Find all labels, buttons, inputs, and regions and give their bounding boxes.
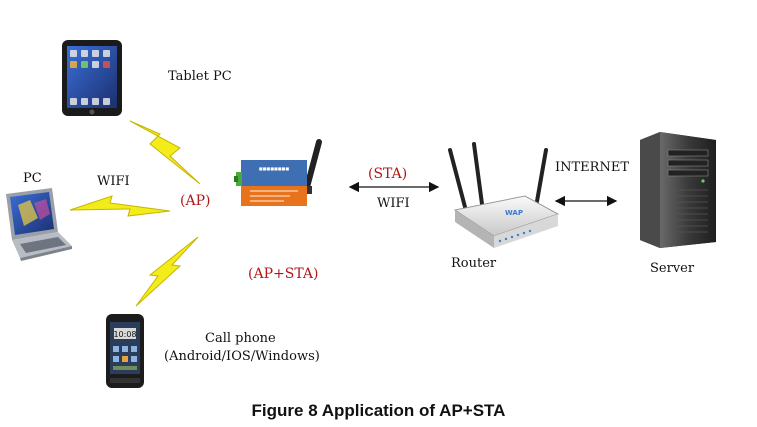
label-tablet-pc: Tablet PC	[168, 69, 232, 84]
label-wifi-mid: WIFI	[377, 196, 410, 211]
figure-caption: Figure 8 Application of AP+STA	[251, 401, 506, 420]
label-ap-sta: (AP+STA)	[248, 266, 319, 282]
label-phone-os: (Android/IOS/Windows)	[164, 349, 320, 364]
svg-text:10:08: 10:08	[113, 330, 136, 339]
label-router: Router	[451, 256, 497, 271]
label-internet: INTERNET	[555, 160, 629, 175]
phone-icon: 10:08	[106, 314, 144, 388]
svg-text:■■■■■■■■: ■■■■■■■■	[259, 166, 289, 171]
router-icon: WAP	[448, 142, 560, 248]
label-server: Server	[650, 261, 695, 276]
label-pc: PC	[23, 171, 42, 186]
lightning-bolt-icon	[69, 120, 201, 307]
svg-text:WAP: WAP	[505, 209, 523, 217]
wifi-module-icon: ■■■■■■■■	[234, 139, 322, 206]
laptop-icon	[6, 188, 72, 261]
label-ap: (AP)	[180, 193, 211, 209]
server-icon	[640, 132, 716, 248]
label-sta: (STA)	[368, 166, 408, 182]
label-phone-title: Call phone	[205, 331, 276, 346]
tablet-icon	[62, 40, 122, 116]
double-arrow-icon	[348, 181, 618, 207]
label-wifi-left: WIFI	[97, 174, 130, 189]
